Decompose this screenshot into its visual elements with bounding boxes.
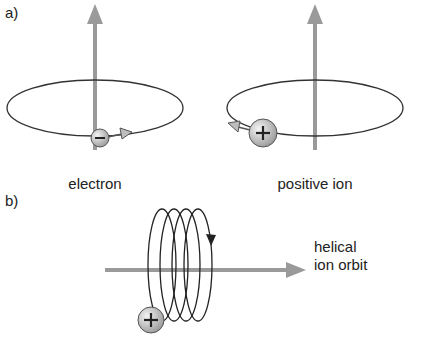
particle-label: positive ion: [277, 175, 352, 193]
ion-orbit: [227, 4, 403, 150]
helical-orbit: [105, 209, 306, 333]
panel-letter: b): [5, 192, 18, 210]
orbit-label: helical ion orbit: [314, 238, 380, 274]
electron-orbit: [7, 4, 183, 150]
particle-label: electron: [68, 175, 121, 193]
panel-letter: a): [5, 4, 18, 22]
